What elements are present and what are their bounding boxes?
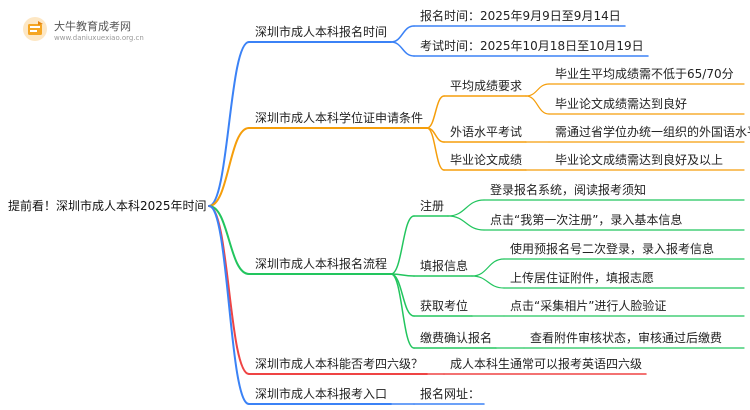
sub-foreign-language: 外语水平考试 (450, 125, 523, 139)
logo-url: www.daniuxuexiao.org.cn (54, 34, 144, 42)
root-topic: 提前看！深圳市成人本科2025年时间 (8, 199, 207, 213)
sub-thesis-grade: 毕业论文成绩 (450, 153, 523, 167)
edge-9 (426, 95, 445, 129)
edge-41 (390, 273, 415, 349)
edge-23 (208, 205, 250, 275)
edge-45 (208, 205, 250, 375)
leaf-first-register: 点击“我第一次注册”，录入基本信息 (490, 213, 683, 227)
leaf-exam-date: 考试时间：2025年10月18日至10月19日 (420, 39, 644, 53)
edge-1 (208, 41, 250, 207)
leaf-cet-allowed: 成人本科生通常可以报考英语四六级 (450, 357, 643, 371)
edge-27 (447, 199, 485, 217)
sub-register: 注册 (420, 199, 445, 213)
edge-29 (447, 215, 485, 231)
leaf-thesis-good-above: 毕业论文成绩需达到良好及以上 (555, 153, 724, 167)
branch-degree-conditions: 深圳市成人本科学位证申请条件 (255, 111, 424, 125)
sub-fill-info: 填报信息 (420, 259, 469, 273)
leaf-grade-average: 毕业生平均成绩需不低于65/70分 (555, 67, 734, 81)
edge-35 (471, 275, 505, 289)
sub-grade-requirement: 平均成绩要求 (450, 79, 523, 93)
logo-brand: 大牛教育成考网 (54, 20, 131, 33)
sub-pay-confirm: 缴费确认报名 (420, 331, 493, 345)
edge-33 (471, 258, 505, 277)
leaf-language-exam: 需通过省学位办统一组织的外国语水平考试 (555, 125, 750, 139)
edge-13 (525, 95, 550, 115)
leaf-upload-permit: 上传居住证附件，填报志愿 (510, 271, 655, 285)
edge-7 (208, 127, 250, 207)
leaf-face-verify: 点击“采集相片”进行人脸验证 (510, 299, 667, 313)
leaf-second-login: 使用预报名号二次登录，录入报考信息 (510, 242, 715, 256)
edge-25 (390, 215, 415, 275)
leaf-check-pay: 查看附件审核状态，审核通过后缴费 (530, 331, 723, 345)
branch-signup-time: 深圳市成人本科报名时间 (255, 25, 388, 39)
leaf-login-read: 登录报名系统，阅读报考须知 (490, 183, 647, 197)
edge-5 (390, 41, 415, 57)
leaf-thesis-good: 毕业论文成绩需达到良好 (555, 97, 688, 111)
branch-signup-process: 深圳市成人本科报名流程 (255, 257, 388, 271)
sub-get-seat: 获取考位 (420, 299, 469, 313)
branch-cet: 深圳市成人本科能否考四六级？ (255, 357, 424, 371)
edge-19 (426, 127, 445, 171)
leaf-signup-date: 报名时间：2025年9月9日至9月14日 (420, 9, 621, 23)
book-logo-icon (23, 17, 47, 41)
edge-11 (525, 83, 550, 97)
branch-entry: 深圳市成人本科报考入口 (255, 387, 388, 401)
site-logo: 大牛教育成考网 www.daniuxuexiao.org.cn (12, 10, 162, 50)
edge-3 (390, 25, 415, 43)
leaf-website: 报名网址： (420, 387, 481, 401)
edge-49 (208, 205, 250, 405)
